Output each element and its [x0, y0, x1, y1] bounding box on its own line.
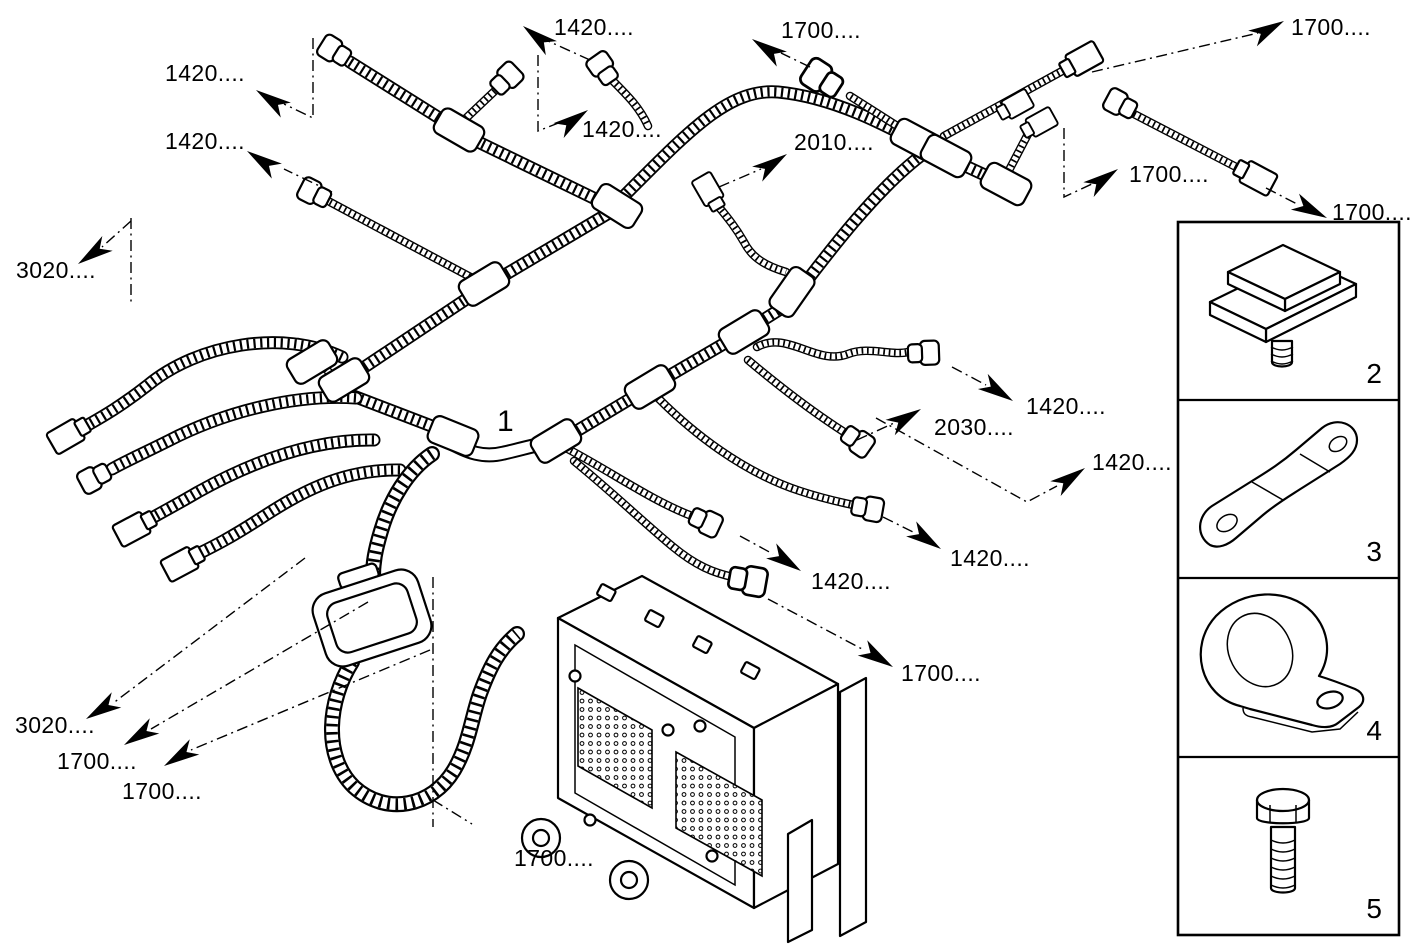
panel-item-number-5: 5 — [1366, 893, 1382, 924]
p-clamp-drawing — [1199, 593, 1365, 733]
ecu-unit — [520, 574, 868, 944]
part-callout-1420-mid-a: 1420.... — [1026, 393, 1106, 419]
part-callout-1700-bottom-a: 1700.... — [57, 748, 137, 774]
part-callout-1700-top-right: 1700.... — [1291, 14, 1371, 40]
part-callout-1420-mid-d: 1420.... — [811, 568, 891, 594]
cable-clip-drawing — [1208, 243, 1358, 368]
panel-item-number-2: 2 — [1366, 358, 1382, 389]
part-callout-1420-top-left-lower: 1420.... — [165, 128, 245, 154]
harness-connectors — [44, 31, 1280, 668]
hex-bolt-drawing — [1255, 787, 1311, 894]
panel-item-number-4: 4 — [1366, 715, 1382, 746]
part-callout-1700-top-center: 1700.... — [781, 17, 861, 43]
part-callout-1700-right-upper: 1700.... — [1129, 161, 1209, 187]
main-ecu-connector — [311, 562, 433, 668]
callout-leaders — [101, 32, 1300, 827]
part-callout-1420-top-mid-lower: 1420.... — [582, 116, 662, 142]
part-callout-1700-mid: 1700.... — [901, 660, 981, 686]
part-callout-2010: 2010.... — [794, 129, 874, 155]
part-callout-2030: 2030.... — [934, 414, 1014, 440]
part-callout-1420-mid-c: 1420.... — [950, 545, 1030, 571]
part-callout-1420-mid-b: 1420.... — [1092, 449, 1172, 475]
item-number-1: 1 — [497, 405, 514, 438]
part-callout-3020-left: 3020.... — [16, 257, 96, 283]
part-callout-1700-bottom-b: 1700.... — [122, 778, 202, 804]
part-callout-1420-top-mid-upper: 1420.... — [554, 14, 634, 40]
parts-panel — [1176, 220, 1401, 937]
fixing-strap-drawing — [1199, 421, 1359, 548]
part-callout-3020-bottom: 3020.... — [15, 712, 95, 738]
part-callout-1700-right-lower: 1700.... — [1332, 199, 1412, 225]
panel-item-number-3: 3 — [1366, 536, 1382, 567]
part-callout-1700-ecu: 1700.... — [514, 845, 594, 871]
part-callout-1420-top-left-upper: 1420.... — [165, 60, 245, 86]
